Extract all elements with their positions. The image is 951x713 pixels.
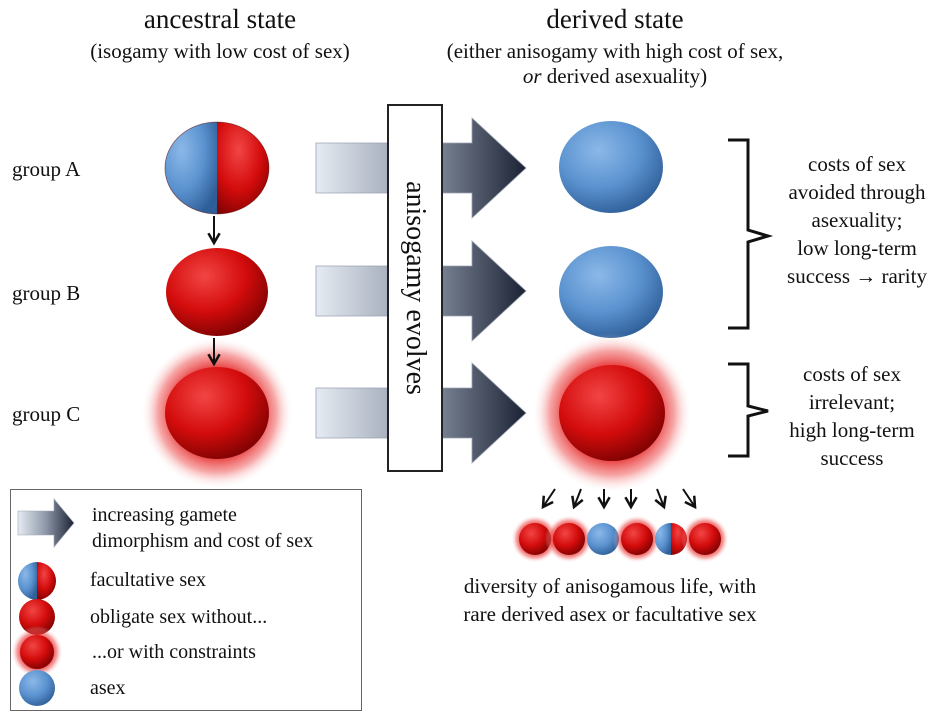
note-ab-line: avoided through — [788, 180, 926, 204]
ancestral-subtitle: (isogamy with low cost of sex) — [90, 39, 350, 63]
group-a-label: group A — [12, 157, 81, 181]
note-ab-line: success → rarity — [787, 264, 927, 288]
legend-arrow-line-2: dimorphism and cost of sex — [92, 530, 314, 552]
legend-facultative-symbol — [18, 562, 56, 600]
legend-box — [10, 489, 362, 711]
group-b-asex-circle — [559, 246, 663, 338]
anisogamy-evolves-label: anisogamy evolves — [400, 181, 431, 395]
diversity-caption: diversity of anisogamous life, with rare… — [430, 572, 790, 628]
ancestral-title: ancestral state — [143, 4, 297, 34]
small-constrained-circle-6 — [689, 523, 721, 555]
legend-asex-label: asex — [90, 677, 126, 699]
anisogamy-box — [387, 104, 443, 472]
group-c-label: group C — [12, 402, 81, 426]
group-c-constrained-circle — [165, 367, 269, 459]
note-groups-ab: costs of sex avoided through asexuality;… — [762, 150, 951, 290]
small-constrained-circle-4 — [621, 523, 653, 555]
caption-line-1: diversity of anisogamous life, with — [463, 574, 757, 598]
legend-arrow-label: increasing gamete dimorphism and cost of… — [92, 502, 313, 554]
caption-line-2: rare derived asex or facultative sex — [463, 602, 757, 626]
note-c-line: success — [820, 446, 884, 470]
group-b-label: group B — [12, 281, 81, 305]
bracket-groups-ab — [728, 138, 774, 330]
note-ab-line: asexuality; — [811, 208, 903, 232]
group-a-asex-circle — [559, 121, 663, 213]
legend-obligate-symbol — [19, 599, 55, 635]
small-asex-circle — [587, 523, 619, 555]
legend-facultative-label: facultative sex — [90, 569, 207, 591]
small-constrained-circle-1 — [519, 523, 551, 555]
diversify-arrow-6 — [682, 488, 697, 510]
legend-asex-symbol — [19, 670, 55, 706]
derived-c-constrained-circle — [559, 365, 665, 461]
note-c-line: high long-term — [789, 418, 915, 442]
diversify-arrow-2 — [571, 488, 584, 510]
legend-constraints-symbol — [20, 635, 54, 669]
note-c-line: costs of sex — [803, 362, 901, 386]
legend-arrow-line-1: increasing gamete — [92, 504, 237, 526]
group-b-obligate-circle — [166, 248, 268, 336]
diversify-arrow-1 — [541, 488, 556, 510]
diversify-arrow-5 — [654, 488, 667, 510]
legend-arrow-symbol — [17, 498, 75, 548]
small-constrained-circle-2 — [553, 523, 585, 555]
legend-constraints-label: ...or with constraints — [92, 641, 256, 663]
derived-subtitle-line1: (either anisogamy with high cost of sex, — [446, 39, 784, 63]
note-ab-line: costs of sex — [808, 152, 906, 176]
legend-obligate-label: obligate sex without... — [90, 606, 268, 628]
derived-subtitle-line2: or derived asexuality) — [395, 63, 835, 90]
note-c-line: irrelevant; — [808, 390, 896, 414]
derived-subtitle-or: or — [522, 64, 542, 88]
derived-subtitle-rest: derived asexuality) — [541, 64, 708, 88]
bracket-group-c — [728, 362, 769, 458]
group-a-facultative-circle — [165, 122, 269, 214]
note-ab-line: low long-term — [797, 236, 917, 260]
derived-title: derived state — [546, 4, 684, 34]
note-group-c: costs of sex irrelevant; high long-term … — [767, 360, 937, 472]
